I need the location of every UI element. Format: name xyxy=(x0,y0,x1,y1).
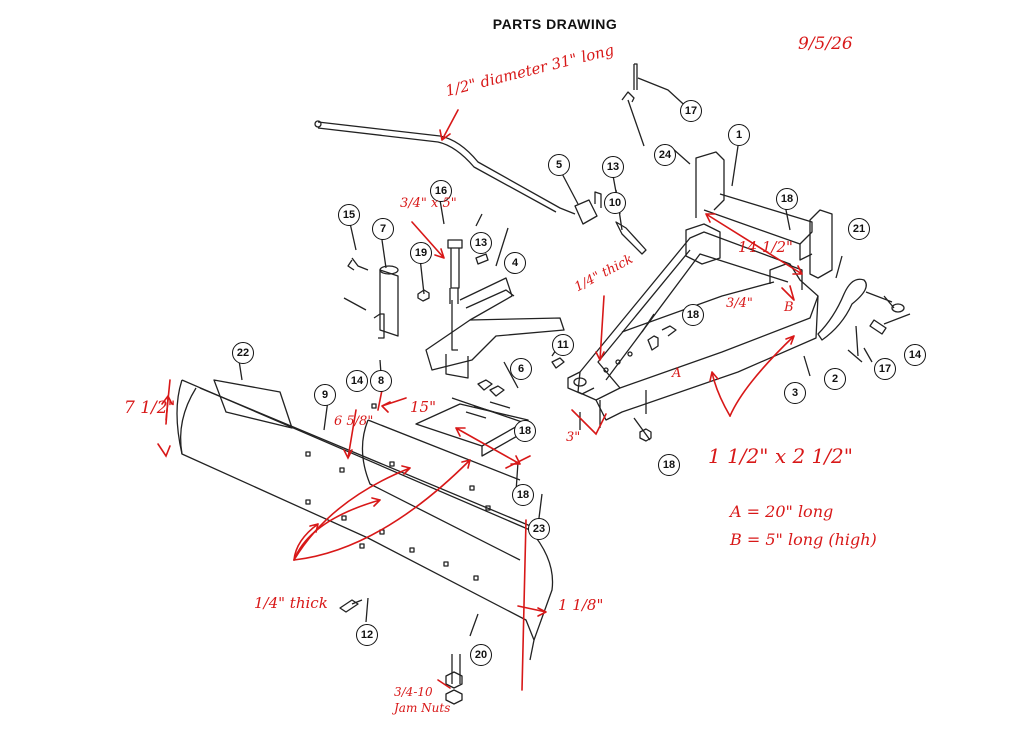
callout-2: 2 xyxy=(824,368,846,390)
callout-8: 8 xyxy=(370,370,392,392)
note-blade-thick: 1/4" thick xyxy=(254,594,328,612)
callout-19: 19 xyxy=(410,242,432,264)
callout-14-left: 14 xyxy=(346,370,368,392)
note-a-label: A xyxy=(672,366,682,381)
note-a-definition: A = 20" long xyxy=(730,502,834,521)
note-b-label: B xyxy=(784,300,794,315)
note-bolt-size: 3/4" x 5" xyxy=(400,196,457,211)
callout-1: 1 xyxy=(728,124,750,146)
callout-7: 7 xyxy=(372,218,394,240)
callout-20: 20 xyxy=(470,644,492,666)
red-markups xyxy=(157,109,803,691)
callout-18-plate: 18 xyxy=(514,420,536,442)
callout-18-frame: 18 xyxy=(682,304,704,326)
note-fifteen: 15" xyxy=(410,398,436,416)
decal-22 xyxy=(213,379,293,429)
callout-13: 13 xyxy=(470,232,492,254)
note-three-inch: 3" xyxy=(566,430,581,445)
callout-15: 15 xyxy=(338,204,360,226)
callout-9: 9 xyxy=(314,384,336,406)
callout-17-top: 17 xyxy=(680,100,702,122)
pin-24 xyxy=(621,91,645,147)
note-blade-668: 6 5/8" xyxy=(334,414,374,429)
drawing-title: PARTS DRAWING xyxy=(492,16,618,32)
callout-18-bottom: 18 xyxy=(658,454,680,476)
callout-10: 10 xyxy=(604,192,626,214)
pin-10 xyxy=(615,221,647,255)
callout-16: 16 xyxy=(430,180,452,202)
pin-17-top xyxy=(633,63,638,90)
pivot-bracket xyxy=(379,239,565,379)
note-b-definition: B = 5" long (high) xyxy=(730,530,877,549)
note-tube-size: 1 1/2" x 2 1/2" xyxy=(708,444,853,468)
callout-17-right: 17 xyxy=(874,358,896,380)
callout-24: 24 xyxy=(654,144,676,166)
note-frame-width: 14 1/2" xyxy=(738,238,793,256)
moldboard xyxy=(176,379,554,661)
callout-4: 4 xyxy=(504,252,526,274)
note-cutting-edge: 1 1/8" xyxy=(558,596,604,614)
callout-13-top: 13 xyxy=(602,156,624,178)
callout-18-blade: 18 xyxy=(512,484,534,506)
callout-11: 11 xyxy=(552,334,574,356)
callout-22: 22 xyxy=(232,342,254,364)
callout-6: 6 xyxy=(510,358,532,380)
callout-21: 21 xyxy=(848,218,870,240)
callout-23: 23 xyxy=(528,518,550,540)
callout-12: 12 xyxy=(356,624,378,646)
callout-3: 3 xyxy=(784,382,806,404)
callout-18-top: 18 xyxy=(776,188,798,210)
rod-clevis xyxy=(574,191,602,225)
note-three-quarter: 3/4" xyxy=(726,296,753,311)
note-jam-nuts: 3/4-10 Jam Nuts xyxy=(394,685,451,715)
handwritten-date: 9/5/26 xyxy=(798,34,853,54)
callout-5: 5 xyxy=(548,154,570,176)
callout-14-right: 14 xyxy=(904,344,926,366)
note-blade-height: 7 1/2" xyxy=(124,398,176,418)
lever-2 xyxy=(817,278,867,341)
